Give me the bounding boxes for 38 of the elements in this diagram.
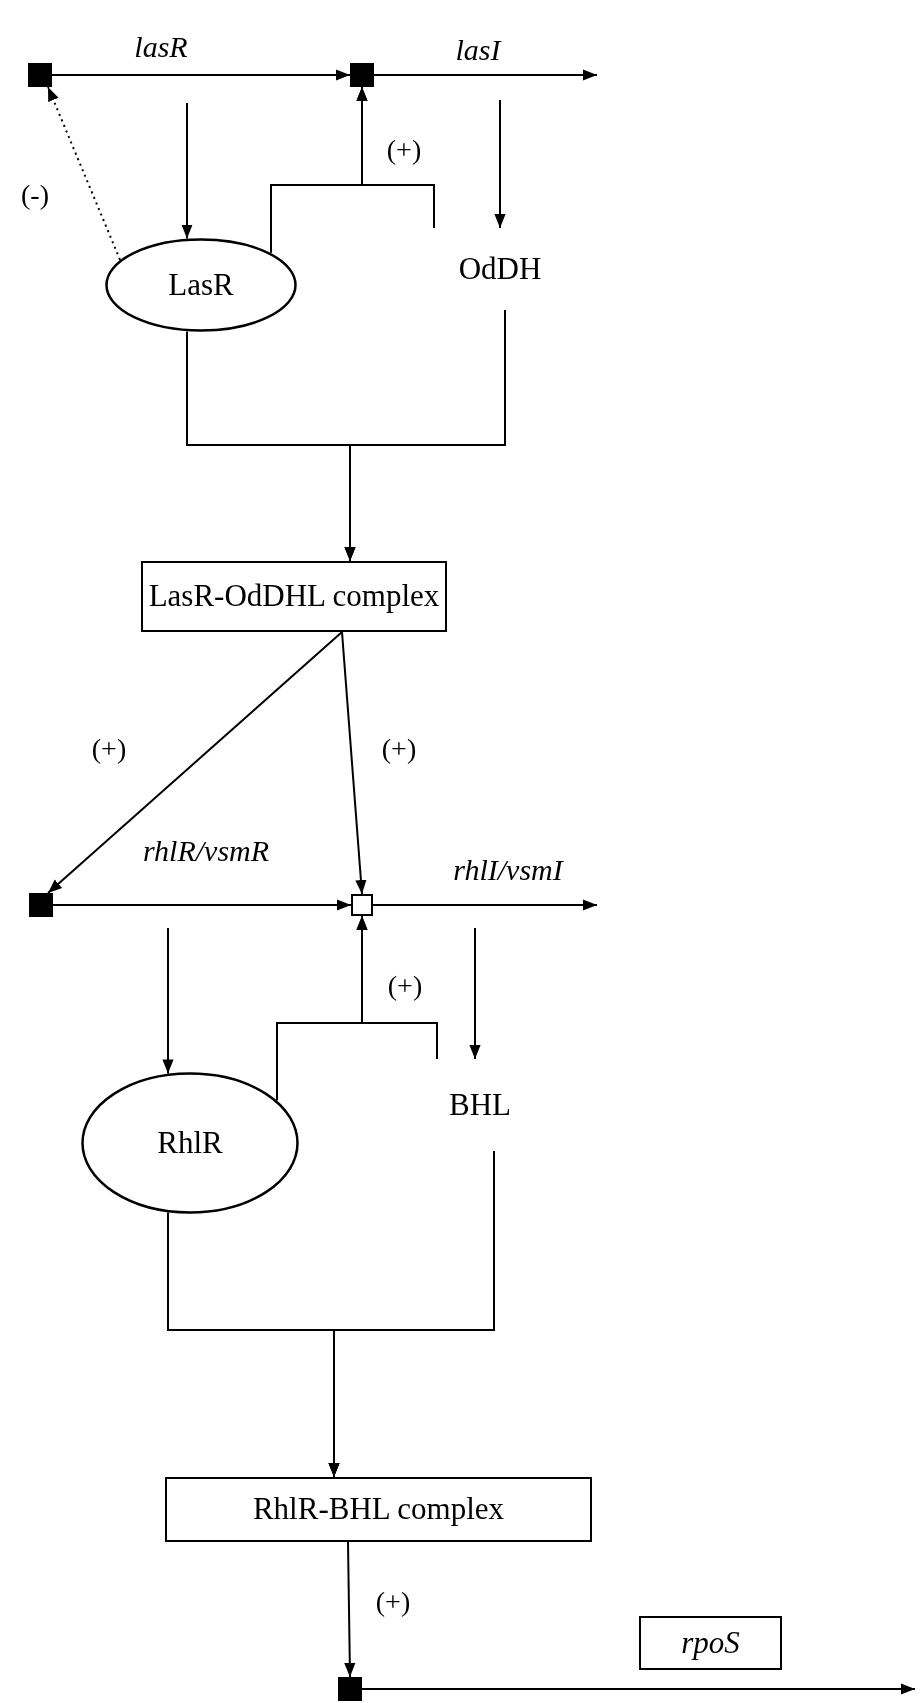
arrow	[328, 1150, 495, 1478]
gene-name: rhlR/vsmR	[142, 833, 270, 867]
gene-name: lasR	[134, 29, 188, 63]
arrow	[341, 631, 367, 895]
arrow	[373, 69, 598, 81]
arrow	[356, 86, 435, 229]
arrow	[361, 1683, 916, 1695]
box-label: LasR-OdDHL complex	[148, 579, 440, 614]
arrow	[344, 1541, 356, 1678]
arrow	[469, 927, 481, 1060]
box-label: rpoS	[681, 1625, 740, 1661]
dotted-arrow	[47, 86, 121, 261]
arrow	[47, 631, 343, 894]
promoter-square	[338, 1677, 362, 1701]
complex-box	[165, 1477, 592, 1542]
arrow	[344, 309, 506, 562]
promoter-square	[351, 894, 373, 916]
protein-label: RhlR	[157, 1125, 223, 1161]
box-label: RhlR-BHL complex	[252, 1492, 505, 1527]
protein-label: LasR	[168, 267, 234, 303]
gene-name: lasI	[455, 32, 501, 66]
arrow	[372, 899, 598, 911]
protein-ellipse	[105, 238, 297, 332]
signal-molecule-label: OdDH	[458, 251, 542, 287]
arrow	[356, 915, 438, 1060]
protein-ellipse	[81, 1072, 299, 1214]
arrow	[181, 102, 193, 240]
complex-box	[639, 1616, 782, 1670]
arrow	[51, 69, 351, 81]
arrow	[162, 927, 174, 1075]
arrow	[494, 99, 506, 229]
gene-name: rhlI/vsmI	[453, 852, 563, 886]
promoter-square	[29, 893, 53, 917]
complex-box	[141, 561, 447, 632]
signal-molecule-label: BHL	[449, 1087, 511, 1123]
arrow	[52, 899, 352, 911]
promoter-square	[350, 63, 374, 87]
promoter-square	[28, 63, 52, 87]
